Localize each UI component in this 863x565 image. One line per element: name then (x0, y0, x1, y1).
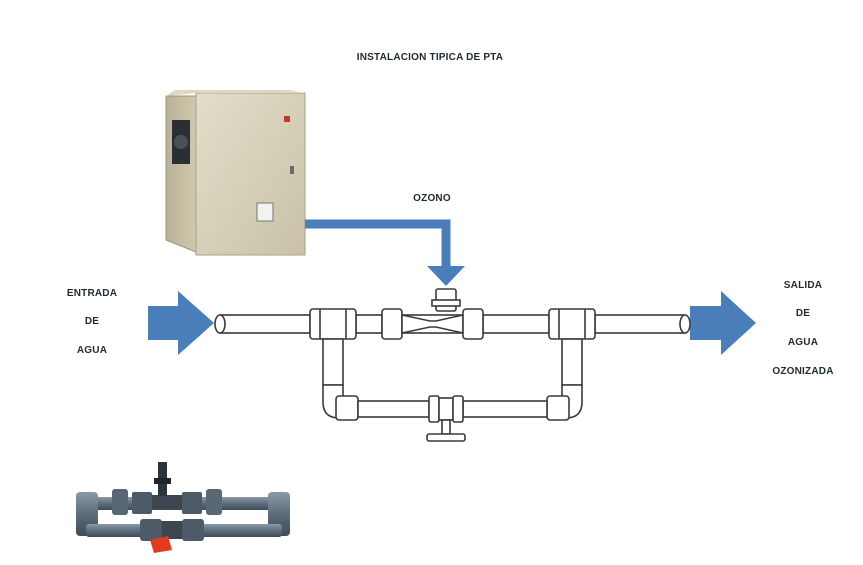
inlet-label-line1: ENTRADA (66, 288, 118, 299)
inlet-label-line3: AGUA (76, 345, 108, 356)
meter-gauge-icon (256, 202, 274, 222)
indicator-light-icon (284, 116, 290, 122)
door-latch-icon (290, 166, 294, 174)
ozone-label: OZONO (413, 193, 451, 204)
ozone-feed-line (305, 219, 465, 286)
inlet-arrow (148, 291, 214, 355)
inlet-label-line2: DE (84, 316, 100, 327)
diagram-title: INSTALACION TIPICA DE PTA (356, 52, 504, 63)
ozone-generator-cabinet (165, 90, 306, 256)
outlet-arrow (690, 291, 756, 355)
outlet-label-line3: AGUA (787, 337, 819, 348)
red-valve-handle-icon (150, 536, 172, 553)
outlet-label-line2: DE (795, 308, 811, 319)
outlet-label-line1: SALIDA (783, 280, 823, 291)
pipe-schematic (214, 288, 691, 442)
outlet-label-line4: OZONIZADA (772, 366, 834, 377)
venturi-assembly-photo (76, 462, 290, 553)
